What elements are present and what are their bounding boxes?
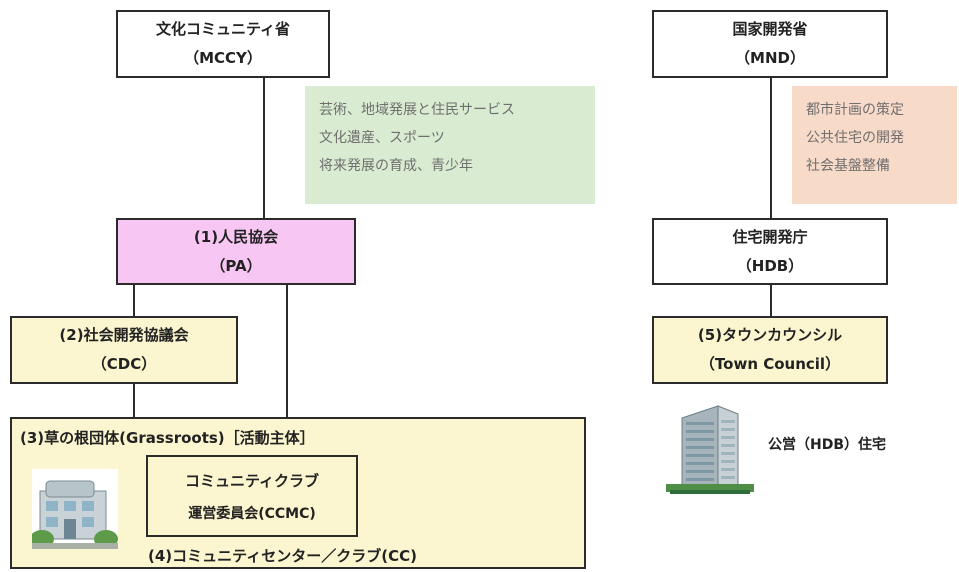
town-council-box: (5)タウンカウンシル （Town Council） xyxy=(652,316,888,384)
pa-abbr: （PA） xyxy=(210,256,262,275)
mccy-responsibilities-note: 芸術、地域発展と住民サービス 文化遺産、スポーツ 将来発展の育成、青少年 xyxy=(305,86,595,204)
pa-box: (1)人民協会 （PA） xyxy=(116,218,356,285)
cdc-name: (2)社会開発協議会 xyxy=(59,326,189,345)
hdb-box: 住宅開発庁 （HDB） xyxy=(652,218,888,285)
ccmc-box: コミュニティクラブ 運営委員会(CCMC) xyxy=(146,455,358,537)
town-council-abbr: （Town Council） xyxy=(699,355,841,373)
connector-hdb-towncouncil xyxy=(770,285,772,317)
connector-mnd-hdb xyxy=(770,78,772,218)
ccmc-line1: コミュニティクラブ xyxy=(184,471,320,490)
mnd-responsibilities-note: 都市計画の策定 公共住宅の開発 社会基盤整備 xyxy=(792,86,957,204)
cdc-abbr: （CDC） xyxy=(91,355,157,373)
mnd-name: 国家開発省 xyxy=(732,20,808,39)
connector-pa-grassroots xyxy=(286,285,288,418)
town-council-name: (5)タウンカウンシル xyxy=(697,326,843,345)
mccy-note-line: 芸術、地域発展と住民サービス xyxy=(319,102,515,118)
mnd-note-line: 都市計画の策定 xyxy=(806,102,904,118)
pa-name: (1)人民協会 xyxy=(193,227,279,246)
grassroots-title: (3)草の根団体(Grassroots)［活動主体］ xyxy=(20,429,315,447)
mccy-abbr: （MCCY） xyxy=(184,49,262,67)
mnd-note-line: 社会基盤整備 xyxy=(806,158,890,174)
mnd-note-line: 公共住宅の開発 xyxy=(806,130,904,146)
grassroots-box: (3)草の根団体(Grassroots)［活動主体］ コミュニティクラブ 運営委… xyxy=(10,417,586,569)
hdb-housing-label: 公営（HDB）住宅 xyxy=(768,437,887,453)
mnd-box: 国家開発省 （MND） xyxy=(652,10,888,78)
mccy-note-line: 将来発展の育成、青少年 xyxy=(319,158,473,174)
mccy-box: 文化コミュニティ省 （MCCY） xyxy=(116,10,330,78)
ccmc-line2: 運営委員会(CCMC) xyxy=(188,505,316,522)
mnd-abbr: （MND） xyxy=(735,49,805,67)
connector-cdc-grassroots xyxy=(133,383,135,418)
community-center-building-icon xyxy=(32,469,118,549)
cdc-box: (2)社会開発協議会 （CDC） xyxy=(10,316,238,384)
mccy-note-line: 文化遺産、スポーツ xyxy=(319,130,445,146)
hdb-abbr: （HDB） xyxy=(736,256,804,275)
hdb-name: 住宅開発庁 xyxy=(732,227,808,246)
connector-pa-cdc xyxy=(133,285,135,317)
cc-label: (4)コミュニティセンター／クラブ(CC) xyxy=(148,547,417,565)
connector-mccy-pa xyxy=(263,78,265,218)
mccy-name: 文化コミュニティ省 xyxy=(155,20,291,39)
hdb-housing-tower-icon xyxy=(666,405,754,494)
